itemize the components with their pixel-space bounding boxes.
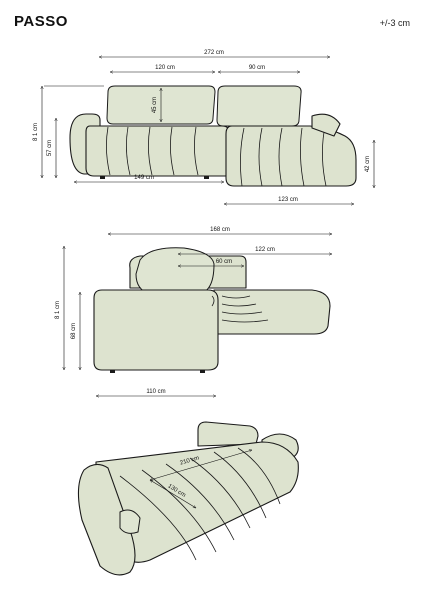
side-chaise-profile (213, 289, 331, 335)
dim-front-total-height: 8 1 cm (33, 123, 39, 141)
dim-back-height: 68 cm (71, 323, 77, 339)
dim-back-right: 90 cm (249, 65, 265, 71)
dim-chaise-height: 42 cm (365, 156, 371, 172)
bed-back-arm (197, 421, 259, 447)
dim-base-depth: 110 cm (146, 389, 165, 395)
side-back-pillow (135, 247, 215, 295)
tolerance-note: +/-3 cm (379, 18, 410, 28)
dim-seat-height-left: 57 cm (47, 140, 53, 156)
product-title: PASSO (14, 13, 68, 30)
side-arm-block (93, 289, 219, 371)
front-right-arm (311, 113, 341, 137)
dim-chaise-depth: 168 cm (210, 227, 230, 233)
bed-left-roll (77, 463, 136, 576)
front-seat-block (85, 125, 231, 177)
dim-chaise-length: 122 cm (255, 247, 275, 253)
side-view-drawing: 168 cm 122 cm 60 cm 8 1 cm 68 cm 110 cm (55, 227, 332, 396)
front-view-drawing: 272 cm 120 cm 90 cm 45 cm 8 1 cm 57 cm 1… (33, 50, 374, 204)
dim-side-total-height: 8 1 cm (55, 301, 61, 319)
dim-overall-width: 272 cm (204, 50, 224, 56)
front-back-cushion-right (216, 85, 302, 127)
dim-back-left: 120 cm (155, 65, 175, 71)
dim-seat-depth: 60 cm (216, 259, 232, 265)
dim-bed-length: 210 cm (179, 455, 200, 466)
front-chaise (225, 125, 357, 187)
bed-view-drawing: 210 cm 130 cm (77, 421, 299, 576)
dim-cushion-height: 45 cm (152, 97, 158, 113)
dim-chaise-width: 123 cm (278, 197, 298, 203)
dim-base-width: 149 cm (134, 175, 154, 181)
bed-mechanism (119, 509, 141, 534)
